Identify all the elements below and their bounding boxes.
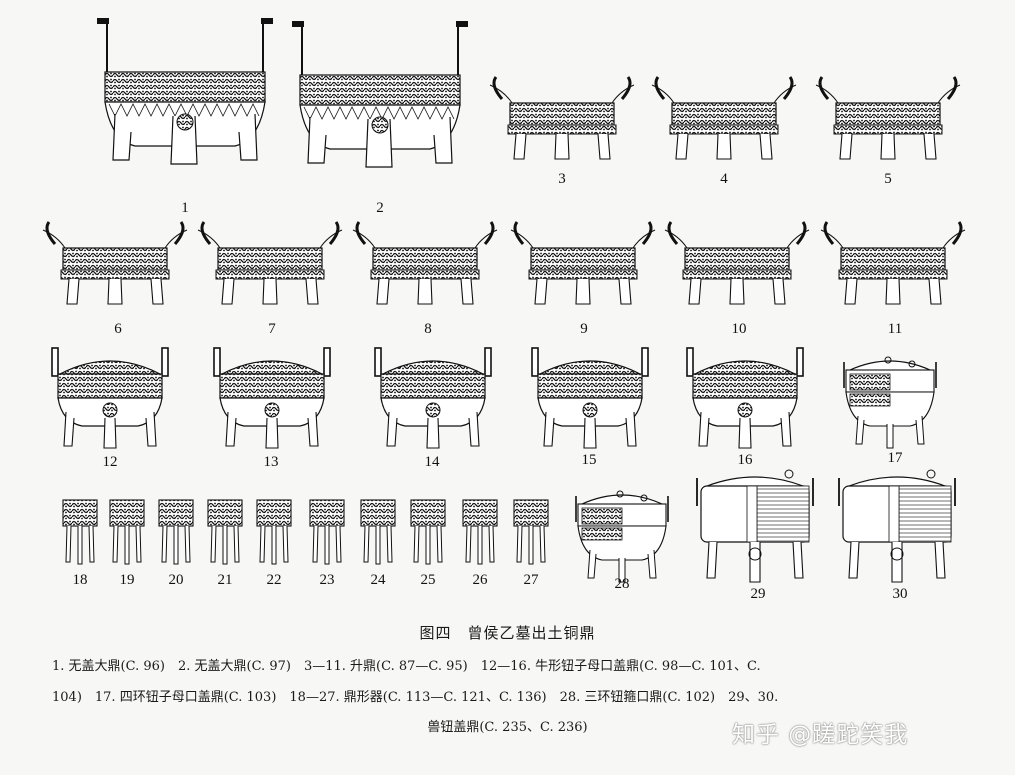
ding-drawing-18 [62,499,98,565]
ding-drawing-30 [838,469,956,583]
ding-drawing-12 [51,347,169,449]
ding-drawing-10 [663,220,811,306]
item-label-16: 16 [738,452,754,468]
item-label-8: 8 [424,321,432,337]
item-label-21: 21 [218,572,233,588]
ding-drawing-8 [351,220,499,306]
ding-drawing-16 [686,347,804,449]
ding-drawing-27 [513,499,549,565]
item-label-27: 27 [524,572,540,588]
ding-drawing-23 [309,499,345,565]
item-label-3: 3 [558,171,566,187]
ding-drawing-5 [814,75,962,161]
ding-drawing-26 [462,499,498,565]
ding-drawing-20 [158,499,194,565]
bronze-ding-figure: 1 2 3 4 5 6 7 8 9 10 11 12 13 14 15 16 1… [41,17,967,602]
item-label-4: 4 [720,171,728,187]
ding-drawing-7 [196,220,344,306]
item-label-28: 28 [615,576,630,592]
item-label-7: 7 [268,321,276,337]
ding-drawing-6 [41,220,189,306]
item-label-22: 22 [267,572,282,588]
caption-line-3: 兽钮盖鼎(C. 235、C. 236) [427,720,588,735]
item-label-15: 15 [582,452,597,468]
item-label-23: 23 [320,572,335,588]
item-label-17: 17 [888,450,904,466]
ding-drawing-24 [360,499,396,565]
ding-drawing-29 [696,469,814,583]
ding-drawing-13 [213,347,331,449]
ding-drawing-25 [410,499,446,565]
ding-drawing-9 [509,220,657,306]
ding-drawing-17 [843,356,937,449]
item-label-20: 20 [169,572,184,588]
ding-drawing-15 [531,347,649,449]
item-label-18: 18 [73,572,88,588]
item-label-6: 6 [114,321,122,337]
item-label-12: 12 [103,454,118,470]
caption-line-2: 104) 17. 四环钮子母口盖鼎(C. 103) 18—27. 鼎形器(C. … [52,690,779,705]
ding-drawing-2 [291,20,469,168]
item-label-19: 19 [120,572,135,588]
item-label-13: 13 [264,454,279,470]
ding-drawing-11 [819,220,967,306]
item-label-25: 25 [421,572,436,588]
caption-line-1: 1. 无盖大鼎(C. 96) 2. 无盖大鼎(C. 97) 3—11. 升鼎(C… [52,659,761,674]
figure-title: 图四 曾侯乙墓出土铜鼎 [419,624,596,642]
ding-drawing-28 [575,490,669,583]
ding-drawing-1 [96,17,274,165]
item-label-10: 10 [732,321,747,337]
item-label-9: 9 [580,321,588,337]
item-label-24: 24 [371,572,387,588]
item-label-11: 11 [888,321,902,337]
item-label-5: 5 [884,171,892,187]
item-label-26: 26 [473,572,489,588]
item-label-30: 30 [893,586,908,602]
zhihu-watermark: 知乎 @蹉跎笑我 [732,722,909,748]
ding-drawing-21 [207,499,243,565]
ding-drawing-14 [374,347,492,449]
item-label-2: 2 [376,200,384,216]
ding-drawing-19 [109,499,145,565]
item-label-14: 14 [425,454,441,470]
item-label-1: 1 [181,200,189,216]
ding-drawing-4 [650,75,798,161]
item-label-29: 29 [751,586,766,602]
ding-drawing-22 [256,499,292,565]
ding-drawing-3 [488,75,636,161]
